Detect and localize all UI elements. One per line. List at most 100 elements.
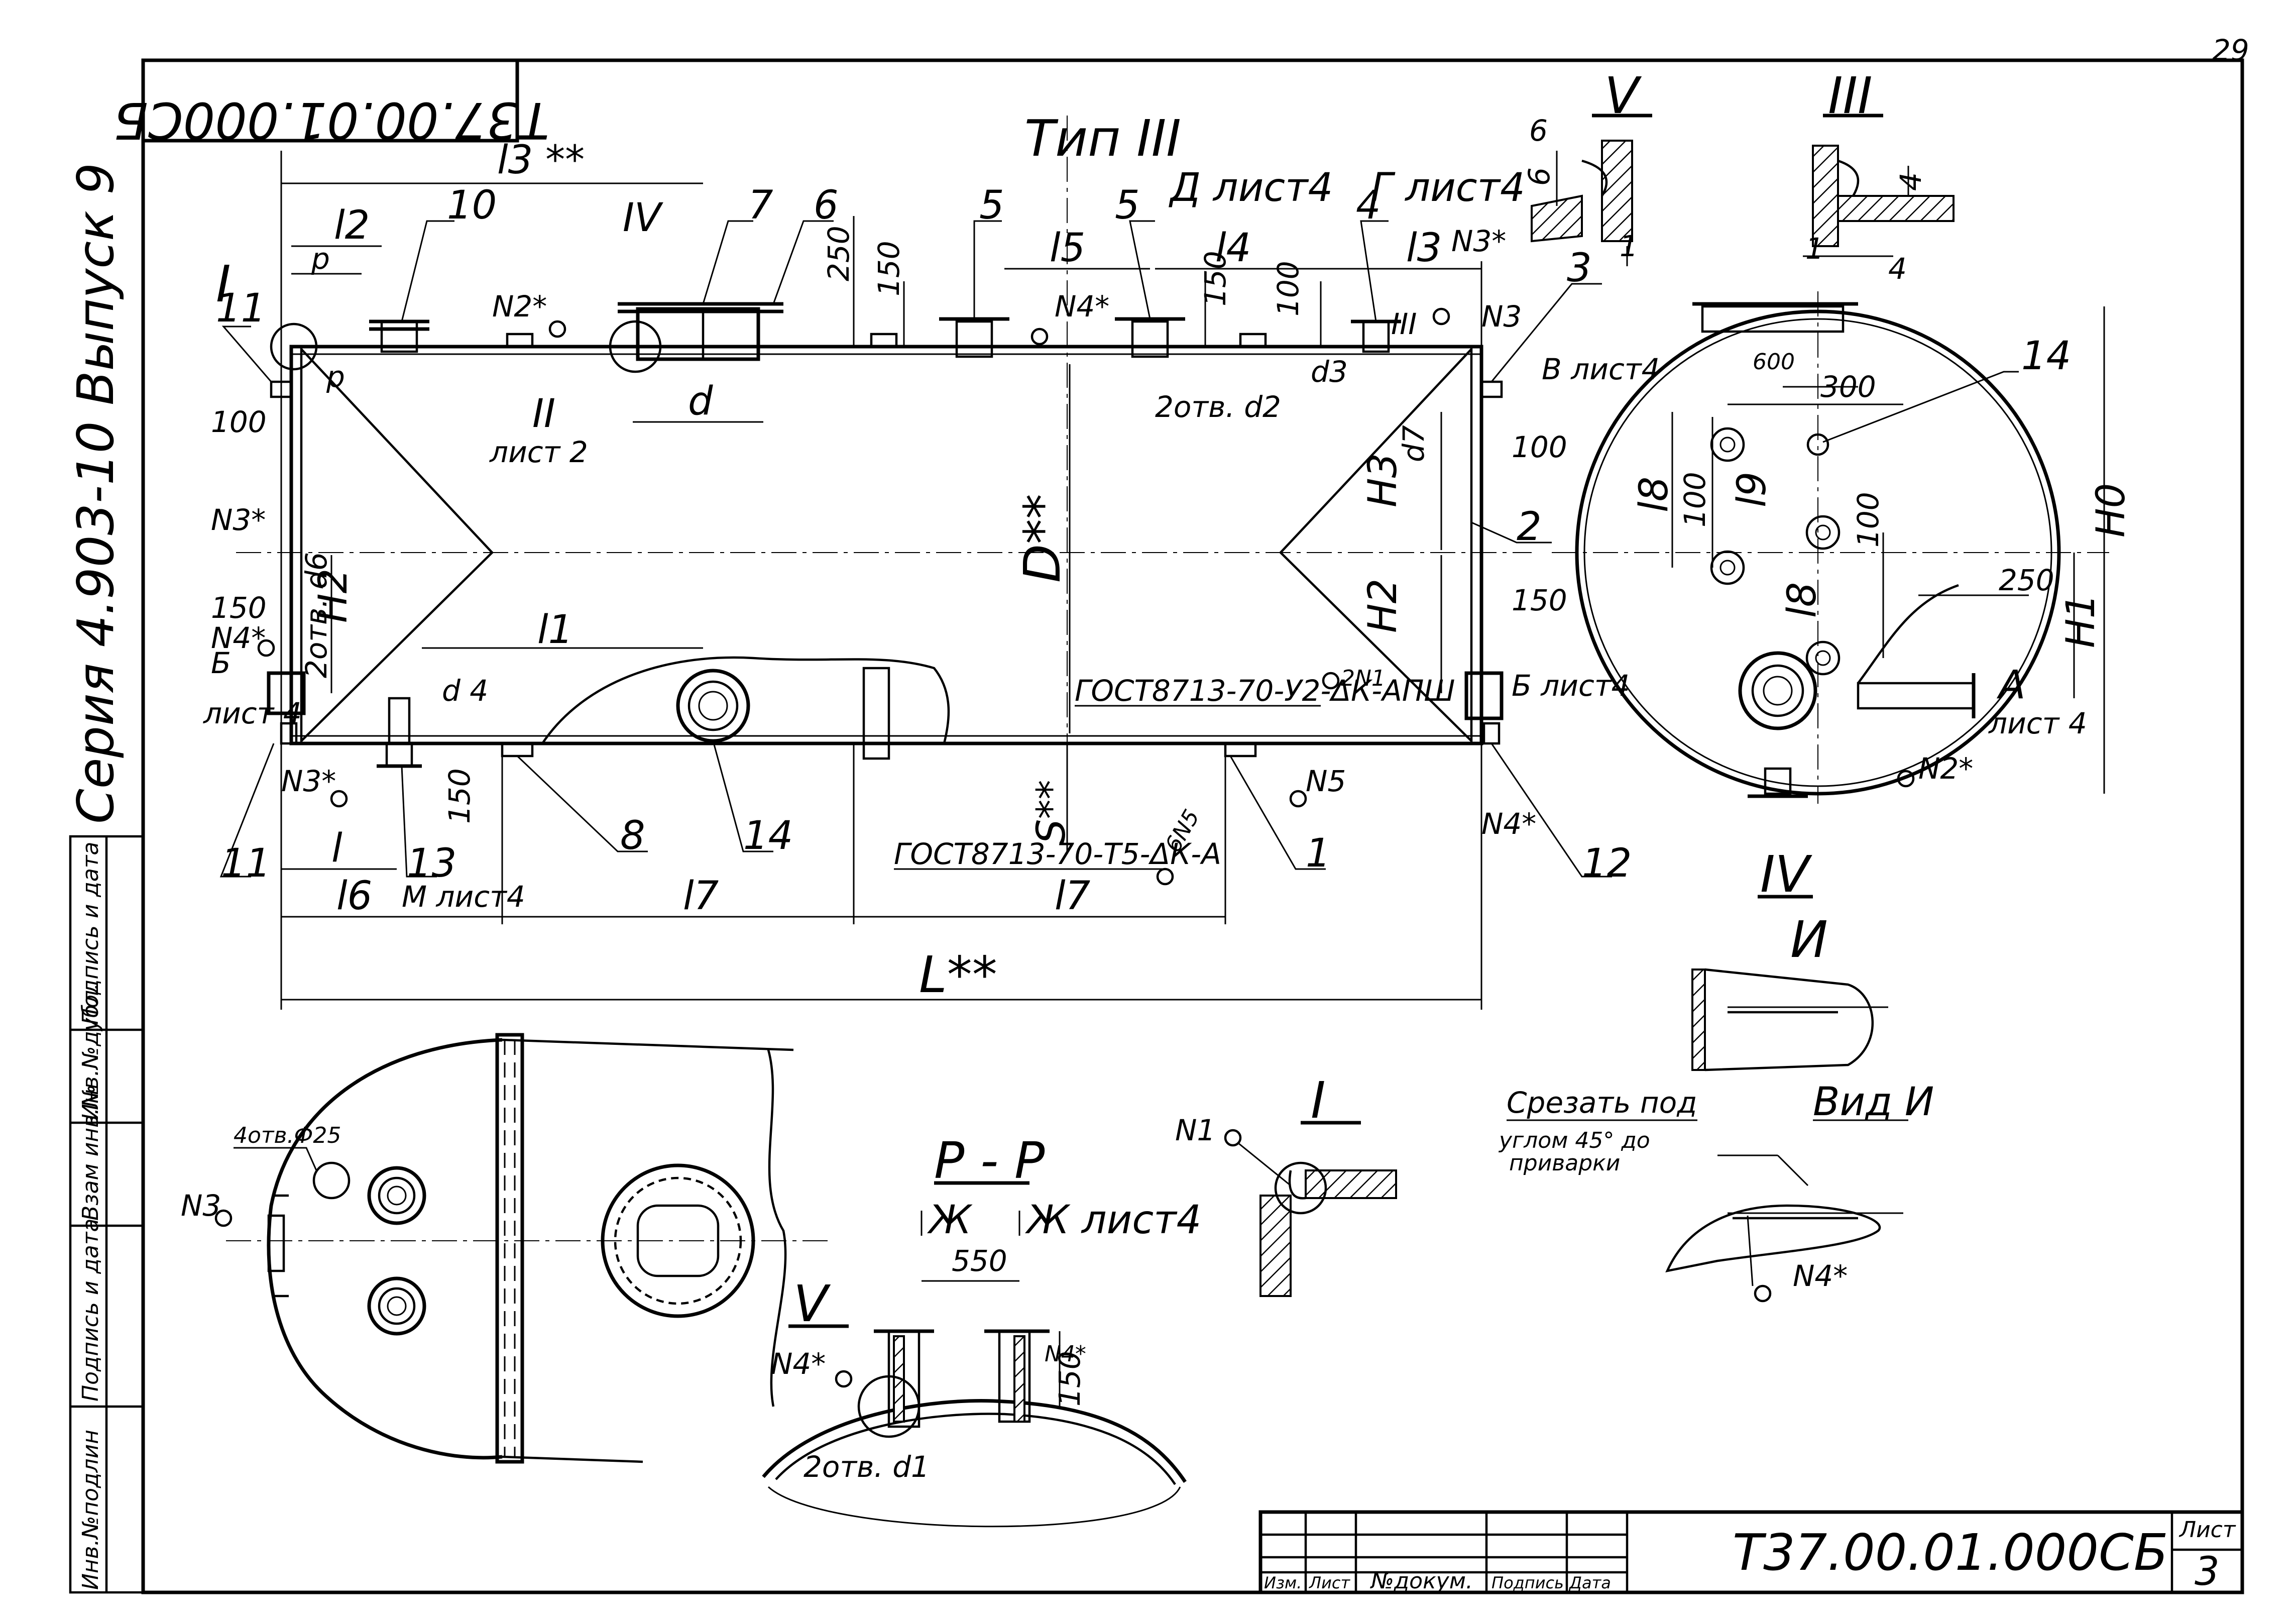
section-pp-150: 150 [1053,1351,1087,1407]
plan-n3-marker [214,1209,233,1227]
dim-100-right: 100 [1512,430,1567,464]
pos-1: 1 [1306,831,1331,876]
dim-d4: d 4 [442,674,488,708]
dim-100-left: 100 [211,405,267,439]
dim-l4: l4 [1215,226,1251,271]
dim-l1: l1 [537,607,573,653]
cutaway-break [541,656,950,744]
nozzle-12 [377,697,422,768]
weld-n4-left: N4* [211,621,266,655]
weld-n4-top-marker [1030,328,1049,346]
cut-note-1: Срезать под [1507,1086,1697,1120]
end-dim-600: 600 [1753,349,1795,375]
view-ref-b-left: Б [211,646,231,680]
dim-l7b: l7 [1055,874,1090,919]
vid-I-n4-marker [1754,1284,1772,1303]
pos-5b: 5 [1115,183,1140,228]
dim-H3: H3 [1360,453,1406,507]
end-weld-n2: N2* [1918,751,1973,786]
view-ref-ii-b: лист 2 [489,435,588,469]
plan-holes-25: 4отв.Ф25 [234,1123,341,1148]
dim-150-left: 150 [211,591,267,625]
section-pp-n4-left-marker [835,1370,853,1388]
end-dim-100-e2: 100 [1851,492,1885,548]
end-pos-14: 14 [2021,334,2071,379]
vid-I [1507,1119,1908,1286]
cut-note-3: приварки [1509,1150,1620,1176]
type-title: Тип III [1024,109,1181,168]
nozzle-right-low [1464,671,1504,720]
view-label-IV: IV [1760,845,1812,904]
detail-V-6b: 6 [1522,167,1556,186]
dim-100a: 100 [1271,261,1305,316]
pad-8 [501,742,534,758]
pos-7: 7 [748,183,773,228]
view-ref-m: М лист4 [402,880,525,914]
main-elevation [219,116,1612,1010]
weld-n4-bot: N4* [1481,807,1536,841]
tb-header-doc: №докум. [1369,1568,1473,1594]
dim-d3: d3 [1311,355,1348,389]
pos-12: 13 [407,841,456,886]
pos-9: 10 [447,183,497,228]
tb-header-date: Дата [1568,1573,1611,1592]
page-number: 29 [2212,33,2249,67]
dim-S: S** [1029,780,1074,844]
dim-l5: l5 [1050,226,1085,271]
end-dim-l8a: l8 [1632,477,1677,512]
stiffener [862,667,890,760]
detail-V-1: 1 [1620,229,1638,263]
pos-11a: 11 [221,841,271,886]
tb-header-sign: Подпись [1491,1573,1564,1592]
detail-I-n1-marker [1224,1129,1242,1147]
weld-n3-top: N3* [1451,224,1506,258]
section-pp-550: 550 [952,1244,1007,1278]
weld-n2-top: N2* [492,289,547,324]
margin-label-1: Инв.№подлин [78,1430,103,1590]
pos-6: 6 [814,183,839,228]
weld-n4-top: N4* [1055,289,1109,324]
view-label-I-main: I [216,255,231,313]
dim-l6: l6 [336,874,372,919]
plan-stiffener [495,1033,524,1464]
end-view-ref-a-list: лист 4 [1988,706,2087,740]
detail-IV [1691,895,1888,1071]
section-pp-n4-left: N4* [771,1347,826,1381]
end-weld-n2-marker [1897,770,1915,788]
end-dim-l8b: l8 [1780,582,1825,618]
weld-n4-left-marker [257,639,275,657]
tb-doc-code: Т37.00.01.000СБ [1733,1523,2168,1582]
mirrored-doc-code: Т37.00.01.000СБ [113,91,549,150]
detail-circle-I [270,322,318,371]
end-view-manhole [1738,651,1817,730]
dim-l3: l3 [1406,226,1442,271]
dim-L: L** [919,945,997,1004]
view-label-III-main: III [1391,307,1417,341]
title-block: Изм. Лист №докум. Подпись Дата Т37.00.01… [1258,1510,2244,1594]
view-label-V: V [1604,66,1642,125]
pos-2: 2 [1517,504,1542,550]
detail-IV-ref: И [1790,910,1828,969]
nozzle-5a [939,317,1009,358]
plan-n3: N3 [181,1189,221,1223]
section-pp-zh2: Ж лист4 [1025,1198,1201,1243]
weld-2n1: 2N1 [1341,666,1386,691]
pad-c [1239,333,1267,348]
dim-l3-top: l3 ** [497,138,585,183]
view-ref-d: Д лист4 [1169,165,1333,210]
view-label-I: I [1311,1071,1326,1130]
detail-I-n1: N1 [1175,1113,1215,1147]
end-view-ref-a: А [1996,663,2025,708]
detail-III-1: 1 [1805,232,1824,266]
end-dim-H0: H0 [2089,483,2134,537]
dim-150a: 150 [872,241,906,296]
detail-III [1803,114,1955,257]
nozzle-9 [369,319,429,353]
weld-n2-top-marker [548,320,566,338]
margin-label-3: Взам инв.№ [78,1085,103,1221]
section-pp-holes-d1: 2отв. d1 [803,1450,930,1484]
dim-150-right: 150 [1512,583,1567,617]
weld-n3-top-marker [1432,307,1450,326]
dim-l: l [331,826,342,871]
